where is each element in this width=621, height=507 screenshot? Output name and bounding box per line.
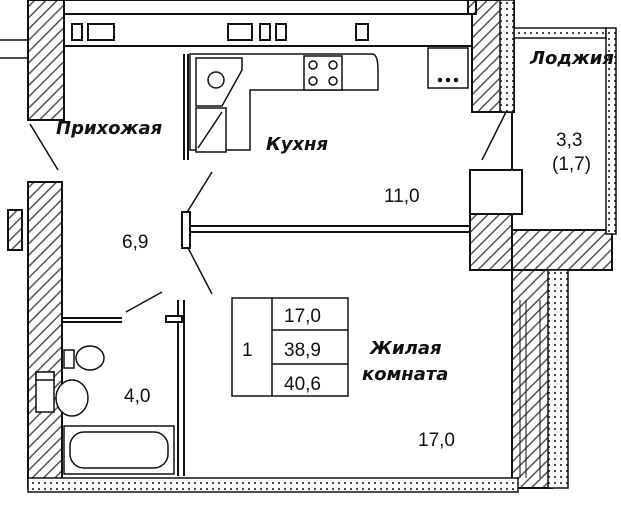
right-window-lines: [519, 300, 541, 478]
toilet-icon: [75, 345, 105, 371]
kitchen-area: 11,0: [384, 186, 420, 207]
legend-rooms-count: 1: [242, 340, 253, 361]
loggia-label: Лоджия: [529, 48, 614, 69]
hallway-label: Прихожая: [56, 118, 163, 139]
wall-top-right-cap: [467, 0, 477, 15]
sink-bowl-icon: [207, 71, 225, 89]
bathroom-area: 4,0: [124, 386, 150, 407]
door-entrance: [29, 123, 59, 171]
partitions: [62, 54, 523, 476]
top-wall-details: [63, 0, 469, 41]
doors: [29, 111, 507, 313]
living-label-line2: комната: [362, 364, 448, 385]
legend-box: [231, 297, 349, 397]
legend-total-with-loggia: 40,6: [284, 374, 321, 395]
kitchen-label: Кухня: [266, 134, 328, 155]
kitchen-fixtures: [189, 47, 469, 153]
loggia-area: 3,3: [556, 130, 582, 151]
wall-left-stub: [7, 209, 23, 251]
door-living: [185, 243, 213, 295]
bathroom-fixtures: [35, 345, 175, 475]
legend-total-area: 38,9: [284, 340, 321, 361]
wall-top-left: [27, 0, 65, 121]
loggia-border: [499, 0, 617, 235]
wall-right-block: [469, 211, 513, 271]
door-loggia: [481, 111, 507, 161]
washbasin-icon: [55, 379, 89, 417]
area-legend: [231, 297, 349, 397]
wall-loggia-bottom: [511, 229, 613, 271]
outer-lines: [0, 39, 28, 59]
stove-icon: [303, 55, 343, 91]
bottom-wall: [27, 269, 569, 493]
hallway-area: 6,9: [122, 232, 148, 253]
door-bathroom: [125, 291, 163, 313]
door-kitchen: [185, 171, 213, 215]
wall-right-lower: [511, 269, 553, 489]
loggia-area-reduced: (1,7): [552, 154, 591, 175]
legend-living-area: 17,0: [284, 306, 321, 327]
living-area: 17,0: [418, 430, 455, 451]
wall-left: [27, 181, 63, 489]
living-label-line1: Жилая: [368, 338, 442, 359]
